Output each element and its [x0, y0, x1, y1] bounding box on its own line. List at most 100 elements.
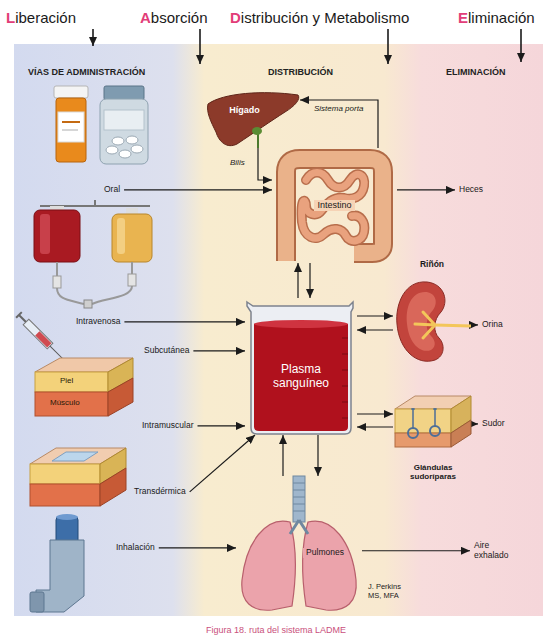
stage-heading: Absorción — [140, 9, 208, 26]
organ-label: Plasma sanguíneo — [261, 363, 341, 391]
pill-bottle — [62, 129, 78, 131]
transdermal-block — [100, 468, 126, 506]
pill-bottle — [62, 121, 80, 123]
iv-stand — [117, 218, 125, 254]
flow-arrow — [282, 435, 283, 476]
beaker-shape — [342, 354, 348, 355]
stage-arrow — [520, 29, 522, 62]
gland-shape — [411, 408, 415, 410]
route-text: Aire exhalado — [474, 541, 518, 561]
pill-jar — [119, 150, 131, 158]
lungs-organ: Pulmones — [236, 476, 362, 614]
lungs-shape — [290, 520, 308, 534]
pill-jar — [100, 86, 148, 164]
iv-stand — [112, 214, 152, 262]
kidney-shape — [407, 292, 436, 351]
route-text: Intramuscular — [142, 421, 194, 431]
transdermal-block — [52, 452, 98, 461]
stage-heading-holder: Eliminación — [458, 9, 535, 26]
pill-bottle — [54, 86, 88, 162]
column-heading: DISTRIBUCIÓN — [268, 67, 333, 77]
syringe — [19, 315, 26, 322]
iv-stand — [57, 288, 84, 304]
route-text: Inhalación — [116, 543, 155, 553]
flow-arrow — [362, 550, 470, 551]
organ-label: Hígado — [229, 105, 260, 115]
pill-jar — [126, 136, 138, 144]
iv-stand — [56, 262, 58, 276]
iv-stand — [131, 262, 133, 274]
output-label: Heces — [455, 184, 487, 196]
flow-arrow — [297, 263, 298, 298]
gland-shape — [413, 409, 435, 428]
intestine-shape — [286, 159, 383, 261]
flow-arrow — [397, 189, 455, 190]
stage-heading: Liberación — [6, 9, 76, 26]
flow-arrow — [198, 425, 246, 426]
kidney-shape — [415, 312, 435, 338]
iv-stand — [34, 200, 152, 308]
beaker-shape — [254, 324, 348, 431]
iv-stand — [84, 300, 92, 308]
output-label: Orina — [478, 319, 507, 331]
iv-stand — [92, 286, 132, 304]
kidney-shape — [397, 282, 445, 361]
flow-arrow — [124, 189, 272, 190]
output-label: Aire exhalado — [470, 540, 522, 562]
inhaler — [30, 592, 44, 612]
layer-label-holder: Piel — [60, 376, 73, 385]
route-text: Subcutánea — [144, 346, 189, 356]
beaker-shape — [342, 338, 348, 339]
stage-heading-holder: Absorción — [140, 9, 208, 26]
intestine-shape — [286, 159, 383, 261]
lungs-shape — [236, 476, 362, 614]
pill-jar — [131, 145, 143, 153]
gland-shape — [408, 428, 418, 438]
flow-arrow — [357, 426, 393, 427]
beaker-shape — [342, 386, 348, 387]
syringe — [23, 319, 53, 349]
route-text: Transdérmica — [134, 487, 186, 497]
layer-label: Piel — [60, 376, 73, 385]
pill-jar — [104, 110, 144, 130]
flow-arrow — [473, 423, 478, 424]
column-heading: ELIMINACIÓN — [446, 67, 506, 77]
pill-jar — [112, 137, 124, 145]
beaker-shape — [254, 320, 348, 328]
beaker-shape — [342, 402, 348, 403]
figure-caption: Figura 18. ruta del sistema LADME — [206, 625, 346, 635]
pill-bottle — [56, 98, 86, 162]
lungs-shape — [293, 504, 305, 505]
edge-label-holder: Bilis — [228, 158, 247, 167]
stage-heading: Eliminación — [458, 9, 535, 26]
layer-label: Músculo — [50, 398, 80, 407]
column-heading-holder: VÍAS DE ADMINISTRACIÓN — [28, 67, 145, 77]
column-heading-holder: DISTRIBUCIÓN — [268, 67, 333, 77]
lungs-shape — [293, 490, 305, 491]
panel-ground — [14, 44, 543, 616]
flow-arrow — [309, 263, 310, 298]
liver-shape — [208, 93, 299, 146]
route-label: Transdérmica — [130, 486, 190, 498]
transdermal-block — [30, 464, 100, 484]
syringe — [16, 312, 65, 361]
route-label: Intramuscular — [138, 420, 198, 432]
author-credit-holder: J. Perkins MS, MFA — [368, 583, 410, 600]
edge-label: Sistema porta — [312, 104, 365, 113]
caption-holder: Figura 18. ruta del sistema LADME — [0, 619, 552, 637]
flow-arrow — [357, 329, 393, 330]
gland-shape — [433, 408, 437, 410]
organ-label: Riñón — [420, 260, 444, 270]
flow-arrow — [471, 324, 478, 325]
organ-label: Glándulas sudoríparas — [402, 463, 464, 481]
kidney-shape — [435, 325, 471, 326]
iv-stand — [53, 276, 61, 288]
flow-arrow — [258, 148, 272, 180]
beaker-shape — [342, 370, 348, 371]
stage-arrow — [93, 29, 521, 64]
skin-block — [35, 392, 108, 416]
intestine-shape — [302, 173, 365, 241]
kidney-organ: Riñón — [393, 260, 471, 372]
